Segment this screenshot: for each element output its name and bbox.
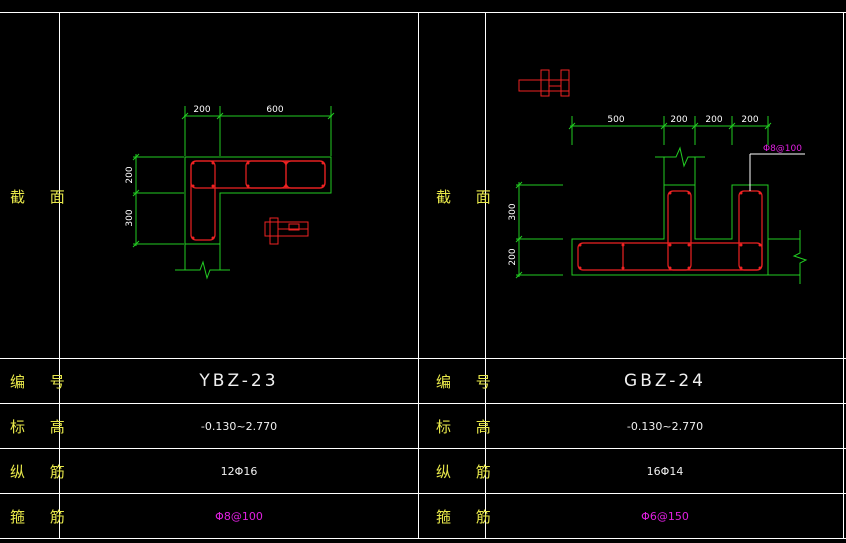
row-label-elevation: 标 高 [10,418,75,436]
stirrup-rebar [577,190,763,271]
stirrup-value-1: Φ8@100 [215,510,263,523]
stirrup-value-2: Φ6@150 [641,510,689,523]
row-label-stirrup: 箍 筋 [10,508,75,526]
dim-top-1: 500 [607,115,624,125]
row-label-code: 编 号 [10,373,75,391]
column-outline [571,184,769,276]
ucs-icon [264,217,309,245]
ucs-icon [518,69,570,97]
dim-top-3: 200 [705,115,722,125]
row-label-elevation-2: 标 高 [436,418,501,436]
longitudinal-bars [191,161,325,240]
annotation-leader [749,153,805,191]
dim-left-2: 300 [125,209,135,226]
dim-left-1: 200 [125,166,135,183]
row-label-stirrup-2: 箍 筋 [436,508,501,526]
dim-left-2: 200 [508,248,518,265]
annotation-text: Φ8@100 [763,144,802,154]
dimension-left [515,181,563,279]
row-label-longitudinal-2: 纵 筋 [436,463,501,481]
dim-left-1: 300 [508,203,518,220]
dimension-top [568,116,772,145]
elevation-value-2: -0.130~2.770 [626,420,704,433]
stirrup-rebar [190,160,326,241]
dimension-top [181,106,335,156]
row-label-longitudinal: 纵 筋 [10,463,75,481]
dim-top-1: 200 [193,105,210,115]
section-gbz24-drawing: 500 200 200 200 300 200 Φ8@100 [508,69,808,284]
column-outline [184,156,332,245]
dim-top-4: 200 [741,115,758,125]
row-label-section: 截 面 [10,188,75,206]
longitudinal-bars [578,191,762,270]
elevation-value-1: -0.130~2.770 [200,420,278,433]
dimension-left [132,153,184,248]
row-label-code-2: 编 号 [436,373,501,391]
column-code-2: GBZ-24 [624,371,706,391]
row-label-section-2: 截 面 [436,188,501,206]
table-grid [0,12,846,539]
dim-top-2: 600 [266,105,283,115]
longitudinal-value-2: 16Φ14 [646,465,684,478]
section-ybz23-drawing: 200 600 200 300 [125,105,335,280]
break-line [655,146,808,284]
dim-top-2: 200 [670,115,687,125]
column-code-1: YBZ-23 [199,371,279,391]
break-line [175,244,230,280]
longitudinal-value-1: 12Φ16 [220,465,258,478]
